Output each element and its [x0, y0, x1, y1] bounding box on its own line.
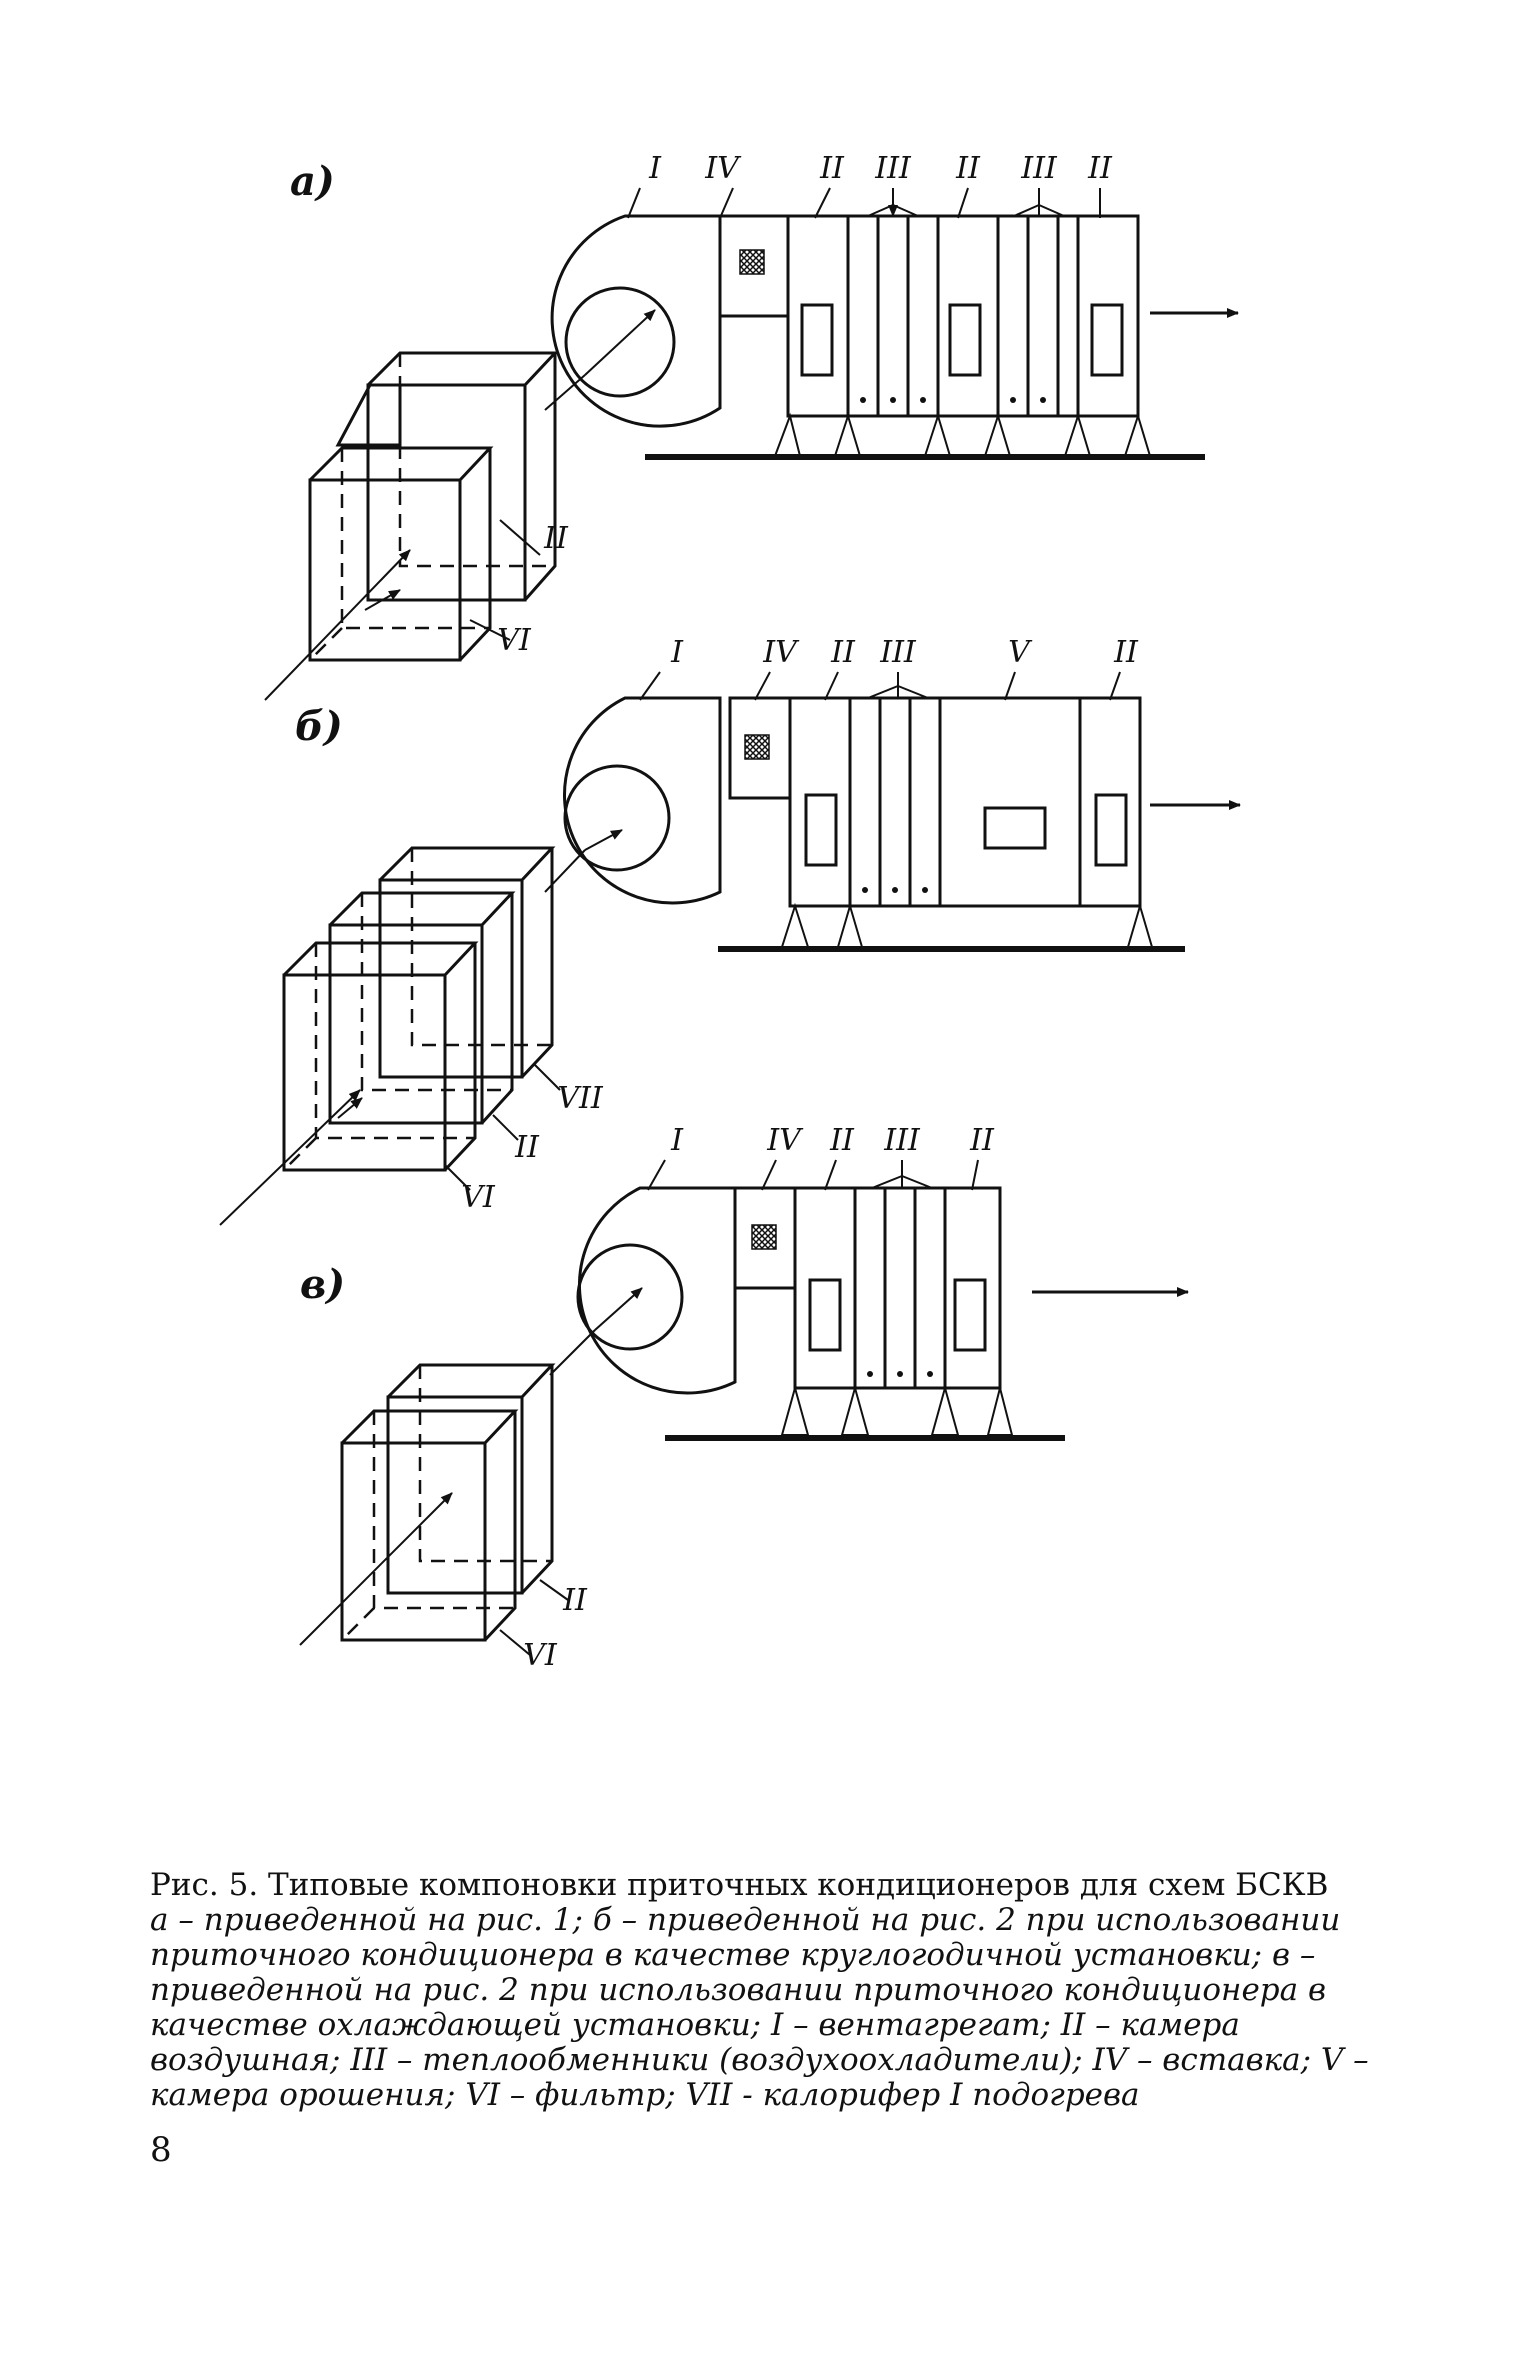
component-label-a: IV — [704, 151, 742, 186]
component-label-b: I — [670, 635, 684, 670]
component-label-c: VI — [523, 1638, 558, 1673]
component-label-b: VII — [557, 1081, 604, 1116]
component-label-c: III — [883, 1123, 921, 1158]
caption-lead: Рис. 5. Типовые компоновки приточных кон… — [150, 1867, 1329, 1903]
component-label-a: III — [1020, 151, 1058, 186]
component-label-c: IV — [766, 1123, 804, 1158]
component-label-a: II — [543, 521, 569, 556]
panel-a: а) — [264, 158, 1239, 701]
caption-body: а – приведенной на рис. 1; б – приведенн… — [150, 1902, 1369, 2113]
component-label-a: II — [1087, 151, 1113, 186]
page-number: 8 — [150, 2130, 172, 2170]
mesh-icon — [751, 1224, 777, 1250]
panel-label-c: в) — [300, 1261, 345, 1308]
panel-label-a: а) — [290, 158, 335, 205]
panel-b: б) — [219, 671, 1241, 1226]
mesh-icon — [744, 734, 770, 760]
panel-c: в) — [299, 1159, 1189, 1656]
component-label-c: II — [829, 1123, 855, 1158]
component-label-b: II — [514, 1130, 540, 1165]
mesh-icon — [739, 249, 765, 275]
component-label-b: IV — [762, 635, 800, 670]
component-label-c: II — [969, 1123, 995, 1158]
component-label-b: II — [830, 635, 856, 670]
fan-impeller — [564, 286, 676, 398]
figure-caption: Рис. 5. Типовые компоновки приточных кон… — [150, 1868, 1380, 2113]
component-label-b: III — [879, 635, 917, 670]
component-label-a: I — [648, 151, 662, 186]
component-label-a: II — [955, 151, 981, 186]
component-label-b: V — [1008, 635, 1033, 670]
air-chamber-casing — [786, 214, 1140, 418]
component-label-c: II — [562, 1583, 588, 1618]
fan-volute — [550, 214, 722, 428]
component-label-a: II — [819, 151, 845, 186]
component-label-a: III — [874, 151, 912, 186]
panel-label-b: б) — [295, 703, 343, 750]
component-label-b: VI — [461, 1180, 496, 1215]
component-label-b: II — [1113, 635, 1139, 670]
figure-5-diagram: а) — [219, 151, 1241, 1673]
component-label-c: I — [670, 1123, 684, 1158]
component-label-a: VI — [497, 623, 532, 658]
